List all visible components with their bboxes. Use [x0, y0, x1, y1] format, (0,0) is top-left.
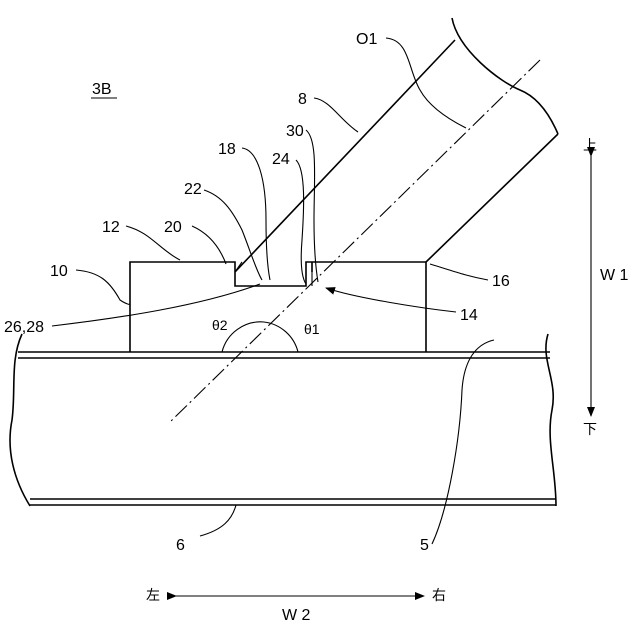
label-16: 16 — [492, 273, 510, 290]
label-5: 5 — [420, 537, 429, 554]
label-14: 14 — [460, 307, 478, 324]
label-20: 20 — [164, 219, 182, 236]
label-12: 12 — [102, 219, 120, 236]
horizontal-dimension: 左 右 W 2 — [146, 588, 446, 624]
figure-label: 3B — [92, 81, 112, 98]
label-w1: W 1 — [600, 267, 629, 284]
vertical-dimension: 上 下 W 1 — [583, 138, 629, 438]
arrow-14 — [326, 288, 456, 312]
base-plate — [10, 334, 556, 506]
axis-o1 — [170, 60, 540, 422]
label-o1: O1 — [356, 31, 377, 48]
label-18: 18 — [218, 141, 236, 158]
label-down: 下 — [583, 422, 597, 438]
label-up: 上 — [583, 138, 597, 154]
label-8: 8 — [298, 91, 307, 108]
label-right: 右 — [432, 588, 446, 604]
label-30: 30 — [286, 123, 304, 140]
label-left: 左 — [146, 588, 160, 604]
inclined-member — [235, 18, 558, 272]
label-theta2: θ2 — [212, 317, 228, 333]
label-22: 22 — [184, 181, 202, 198]
label-6: 6 — [176, 537, 185, 554]
label-10: 10 — [50, 263, 68, 280]
leader-lines — [52, 38, 494, 544]
theta1-arc — [264, 322, 298, 352]
label-26-28: 26,28 — [4, 319, 44, 336]
label-24: 24 — [272, 151, 290, 168]
label-w2: W 2 — [282, 607, 311, 624]
label-theta1: θ1 — [304, 321, 320, 337]
